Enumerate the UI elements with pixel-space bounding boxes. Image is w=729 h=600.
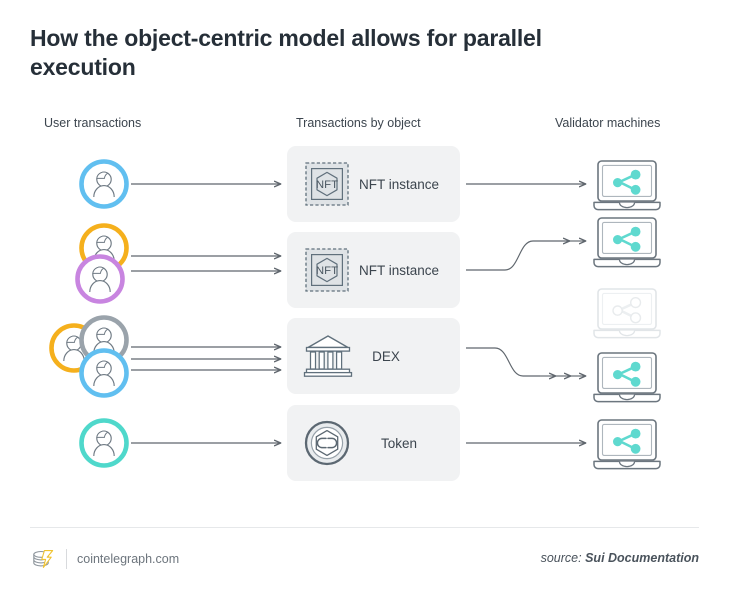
page-title: How the object-centric model allows for … <box>30 25 542 80</box>
user-group-row-3[interactable] <box>49 315 129 398</box>
connector-nft2-to-validator2 <box>466 240 553 271</box>
validator-machine-3-idle[interactable] <box>592 287 662 339</box>
object-card-label: DEX <box>372 349 400 364</box>
object-card-label: NFT instance <box>359 177 439 192</box>
footer-source: source: Sui Documentation <box>541 551 699 565</box>
object-to-validator-connectors <box>466 184 586 443</box>
coin-icon <box>304 420 350 466</box>
object-card-label: NFT instance <box>359 263 439 278</box>
footer-site-label: cointelegraph.com <box>77 552 180 566</box>
user-to-object-arrows <box>131 184 281 443</box>
object-card-token[interactable]: Token <box>287 405 460 481</box>
validator-machine-4[interactable] <box>592 351 662 403</box>
avatar-teal[interactable] <box>79 418 129 468</box>
validator-machine-1[interactable] <box>592 159 662 211</box>
user-group-row-2[interactable] <box>75 223 129 304</box>
avatar-blue[interactable] <box>79 348 129 398</box>
nft-stamp-icon <box>305 248 349 292</box>
validator-machine-5[interactable] <box>592 418 662 470</box>
object-card-nft-2[interactable]: NFT instance <box>287 232 460 308</box>
validator-machine-2[interactable] <box>592 216 662 268</box>
footer-brand: cointelegraph.com <box>30 546 179 572</box>
cointelegraph-logo-icon <box>33 550 54 568</box>
avatar-blue[interactable] <box>79 159 129 209</box>
object-card-label: Token <box>381 436 417 451</box>
user-group-row-4[interactable] <box>79 418 129 468</box>
object-card-dex[interactable]: DEX <box>287 318 460 394</box>
column-header-objects: Transactions by object <box>296 116 421 130</box>
avatar-purple[interactable] <box>75 254 125 304</box>
column-header-users: User transactions <box>44 116 142 130</box>
object-card-nft-1[interactable]: NFT instance <box>287 146 460 222</box>
user-group-row-1[interactable] <box>79 159 129 209</box>
footer-source-prefix: source: <box>540 551 582 565</box>
column-header-validators: Validator machines <box>555 116 661 130</box>
footer-separator <box>66 549 67 569</box>
footer-source-name: Sui Documentation <box>585 551 699 565</box>
footer-divider <box>30 527 699 528</box>
nft-stamp-icon <box>305 162 349 206</box>
connector-dex-to-validator4 <box>466 347 540 377</box>
